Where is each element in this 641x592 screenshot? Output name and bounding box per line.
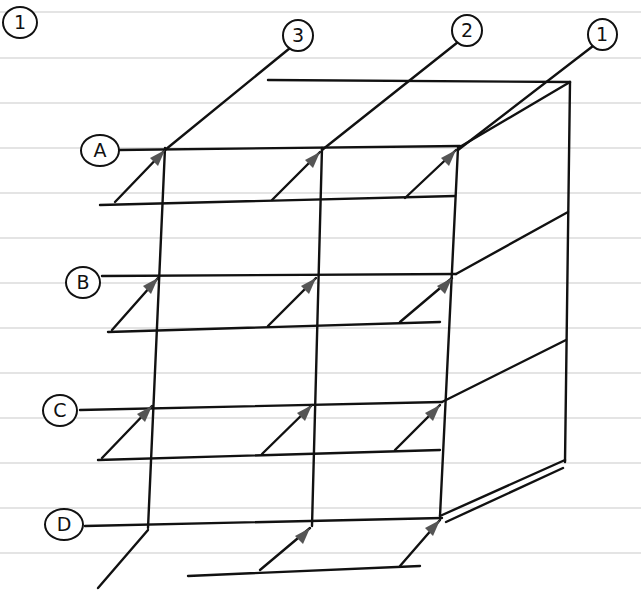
grid-bubble: 3 bbox=[282, 19, 314, 52]
grid-label: A bbox=[94, 141, 107, 160]
grid-label: 2 bbox=[461, 21, 473, 40]
grid-bubble: A bbox=[80, 134, 120, 167]
grid-bubble: 2 bbox=[451, 14, 483, 47]
grid-bubble: B bbox=[65, 266, 101, 299]
grid-bubble: C bbox=[42, 394, 78, 427]
arrowheads bbox=[137, 150, 456, 544]
grid-label: C bbox=[53, 401, 66, 420]
grid-label: 3 bbox=[292, 26, 304, 45]
paper-rules bbox=[0, 12, 641, 553]
grid-label: 1 bbox=[14, 13, 26, 32]
grid-bubble: D bbox=[44, 508, 84, 541]
grid-label: B bbox=[76, 273, 89, 292]
frame-lines bbox=[80, 42, 593, 588]
grid-bubble: 1 bbox=[587, 18, 618, 51]
grid-bubble: 1 bbox=[2, 6, 38, 39]
grid-label: D bbox=[57, 515, 72, 534]
grid-label: 1 bbox=[596, 25, 608, 44]
